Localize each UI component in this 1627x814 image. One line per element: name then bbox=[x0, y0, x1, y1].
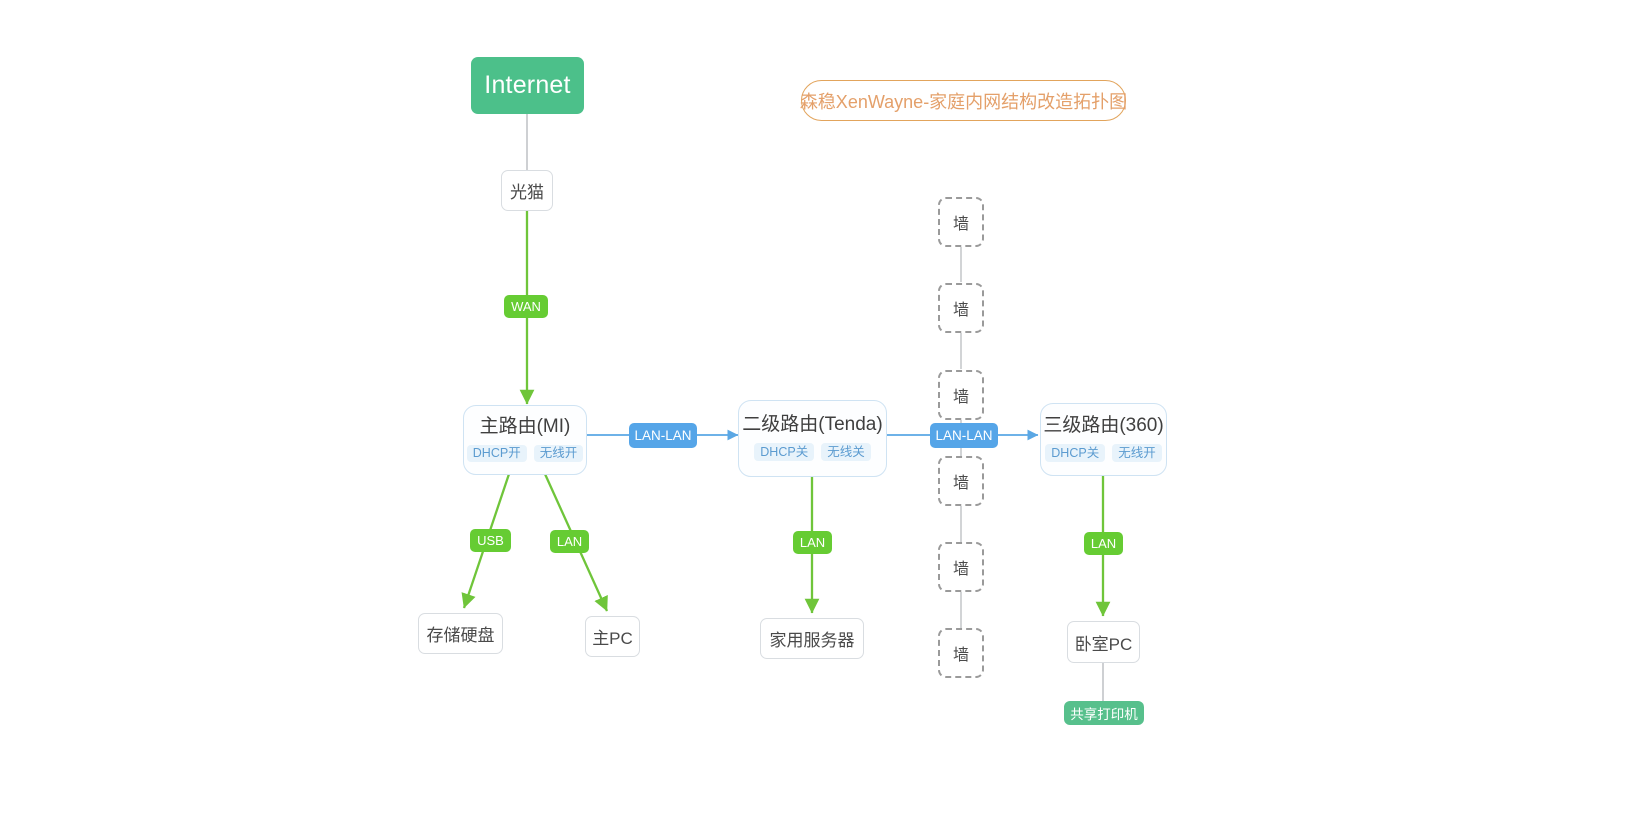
node-router-second-badges: DHCP关 无线关 bbox=[754, 443, 871, 461]
node-wall-4-label: 墙 bbox=[952, 475, 969, 492]
diagram-title: 森稳XenWayne-家庭内网结构改造拓扑图 bbox=[800, 80, 1127, 121]
node-internet[interactable]: Internet bbox=[471, 57, 584, 114]
node-modem-label: 光猫 bbox=[510, 183, 544, 202]
edge-label-lan-bedroom: LAN bbox=[1084, 532, 1123, 555]
node-wall-5-label: 墙 bbox=[952, 561, 969, 578]
node-bedroom-pc-label: 卧室PC bbox=[1074, 634, 1133, 654]
node-wall-2-label: 墙 bbox=[952, 302, 969, 319]
node-storage-disk[interactable]: 存储硬盘 bbox=[418, 613, 503, 654]
node-home-server[interactable]: 家用服务器 bbox=[760, 618, 864, 659]
node-wall-6-label: 墙 bbox=[952, 647, 969, 664]
edge-label-usb: USB bbox=[470, 529, 511, 552]
node-wall-1-label: 墙 bbox=[952, 216, 969, 233]
node-main-pc[interactable]: 主PC bbox=[585, 616, 640, 657]
badge-dhcp-second: DHCP关 bbox=[754, 443, 815, 461]
node-wall-1[interactable]: 墙 bbox=[938, 197, 984, 247]
badge-dhcp-main: DHCP开 bbox=[466, 444, 527, 463]
node-router-main[interactable]: 主路由(MI) DHCP开 无线开 bbox=[463, 405, 587, 475]
edge-label-wan: WAN bbox=[504, 295, 548, 318]
node-router-second[interactable]: 二级路由(Tenda) DHCP关 无线关 bbox=[738, 400, 887, 477]
node-wall-3-label: 墙 bbox=[952, 389, 969, 406]
node-shared-printer-label: 共享打印机 bbox=[1070, 707, 1138, 722]
badge-wireless-third: 无线开 bbox=[1112, 444, 1162, 462]
edge-label-lan-main-pc: LAN bbox=[550, 530, 589, 553]
node-shared-printer[interactable]: 共享打印机 bbox=[1064, 701, 1144, 725]
node-bedroom-pc[interactable]: 卧室PC bbox=[1067, 621, 1140, 663]
edge-label-lan-server: LAN bbox=[793, 531, 832, 554]
node-modem[interactable]: 光猫 bbox=[501, 170, 553, 211]
node-home-server-label: 家用服务器 bbox=[769, 631, 855, 650]
node-router-third-badges: DHCP关 无线开 bbox=[1045, 444, 1162, 462]
node-router-third[interactable]: 三级路由(360) DHCP关 无线开 bbox=[1040, 403, 1167, 476]
node-wall-4[interactable]: 墙 bbox=[938, 456, 984, 506]
node-wall-6[interactable]: 墙 bbox=[938, 628, 984, 678]
node-main-pc-label: 主PC bbox=[592, 629, 633, 648]
badge-dhcp-third: DHCP关 bbox=[1045, 444, 1106, 462]
node-internet-label: Internet bbox=[484, 71, 571, 99]
node-wall-3[interactable]: 墙 bbox=[938, 370, 984, 420]
node-router-second-label: 二级路由(Tenda) bbox=[742, 414, 883, 436]
node-storage-disk-label: 存储硬盘 bbox=[426, 626, 495, 645]
node-router-main-badges: DHCP开 无线开 bbox=[466, 444, 584, 463]
node-wall-2[interactable]: 墙 bbox=[938, 283, 984, 333]
edge-label-lan-lan-1: LAN-LAN bbox=[629, 423, 697, 448]
badge-wireless-main: 无线开 bbox=[533, 444, 584, 463]
node-router-third-label: 三级路由(360) bbox=[1043, 415, 1164, 437]
badge-wireless-second: 无线关 bbox=[821, 443, 871, 461]
node-router-main-label: 主路由(MI) bbox=[479, 415, 571, 437]
node-wall-5[interactable]: 墙 bbox=[938, 542, 984, 592]
edge-label-lan-lan-2: LAN-LAN bbox=[930, 423, 998, 448]
